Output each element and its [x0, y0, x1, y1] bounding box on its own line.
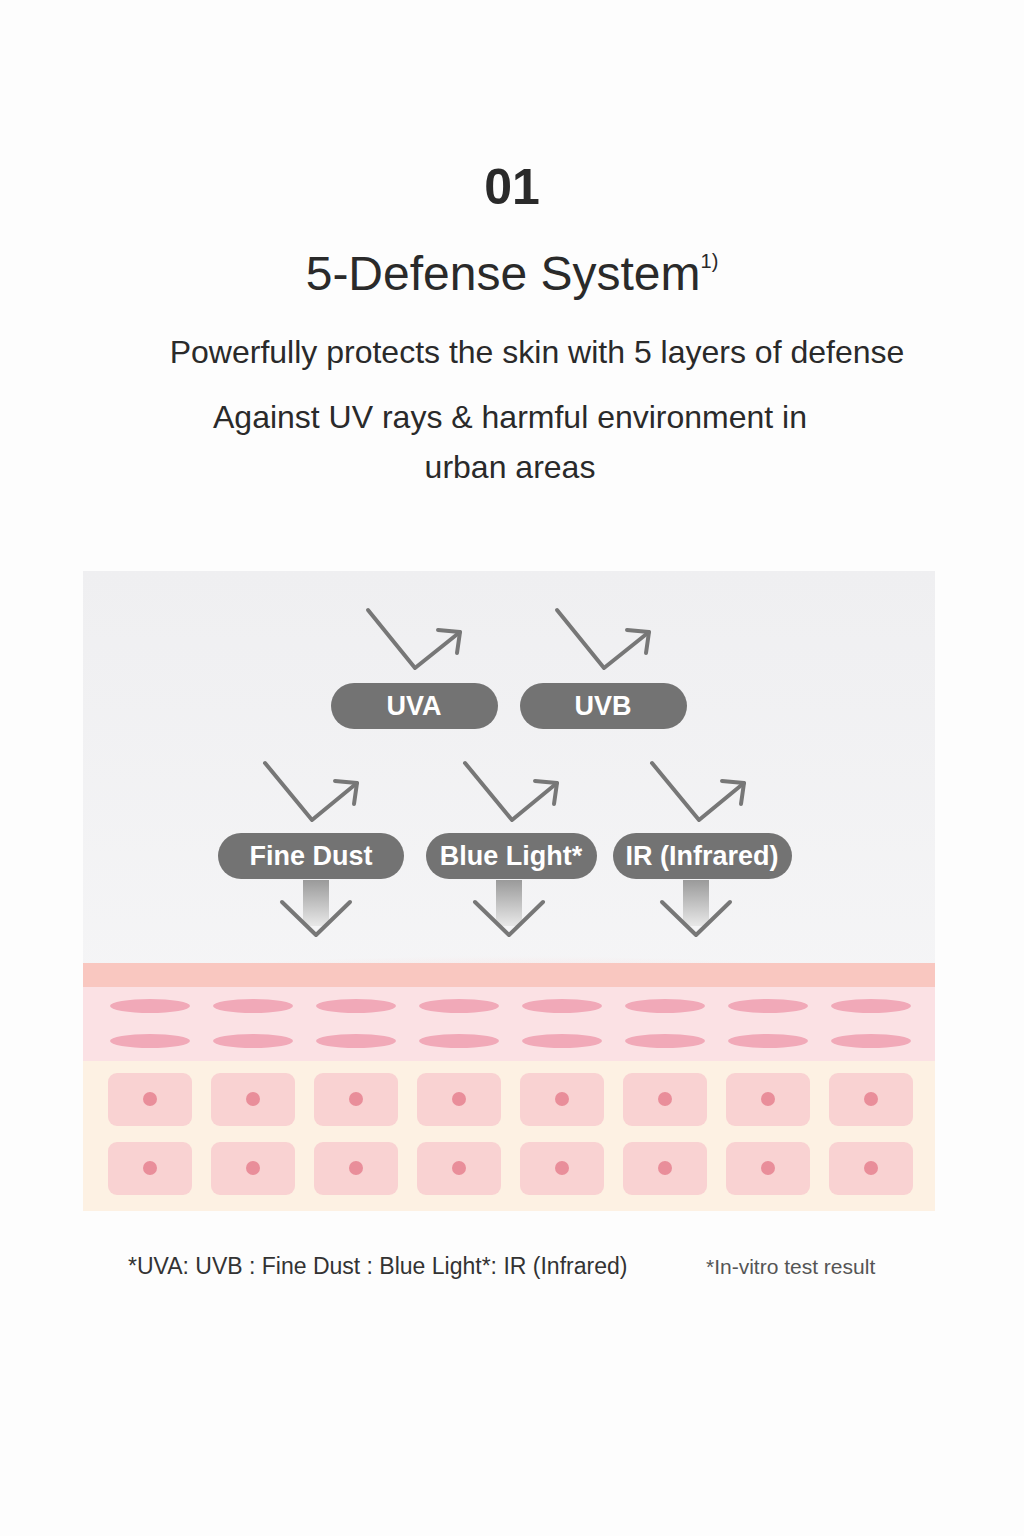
step-number: 01: [0, 158, 1024, 216]
defense-pill: UVA: [331, 683, 498, 729]
pill-label: IR (Infrared): [625, 841, 778, 872]
title: 5-Defense System: [306, 247, 701, 300]
pill-label: UVA: [386, 691, 441, 722]
defense-pill: Fine Dust: [218, 833, 404, 879]
subtitle: Against UV rays & harmful environment in…: [180, 392, 840, 492]
pill-label: Fine Dust: [249, 841, 372, 872]
defense-pill: Blue Light*: [426, 833, 597, 879]
pill-label: UVB: [574, 691, 631, 722]
footnote: *In-vitro test result: [706, 1255, 875, 1279]
footnote-mark: 1): [701, 250, 719, 272]
title-row: 5-Defense System1): [0, 246, 1024, 301]
caption: *UVA: UVB : Fine Dust : Blue Light*: IR …: [128, 1253, 627, 1280]
defense-pill: IR (Infrared): [613, 833, 792, 879]
defense-pill: UVB: [520, 683, 687, 729]
subtitle: Powerfully protects the skin with 5 laye…: [112, 334, 962, 371]
pill-label: Blue Light*: [440, 841, 583, 872]
